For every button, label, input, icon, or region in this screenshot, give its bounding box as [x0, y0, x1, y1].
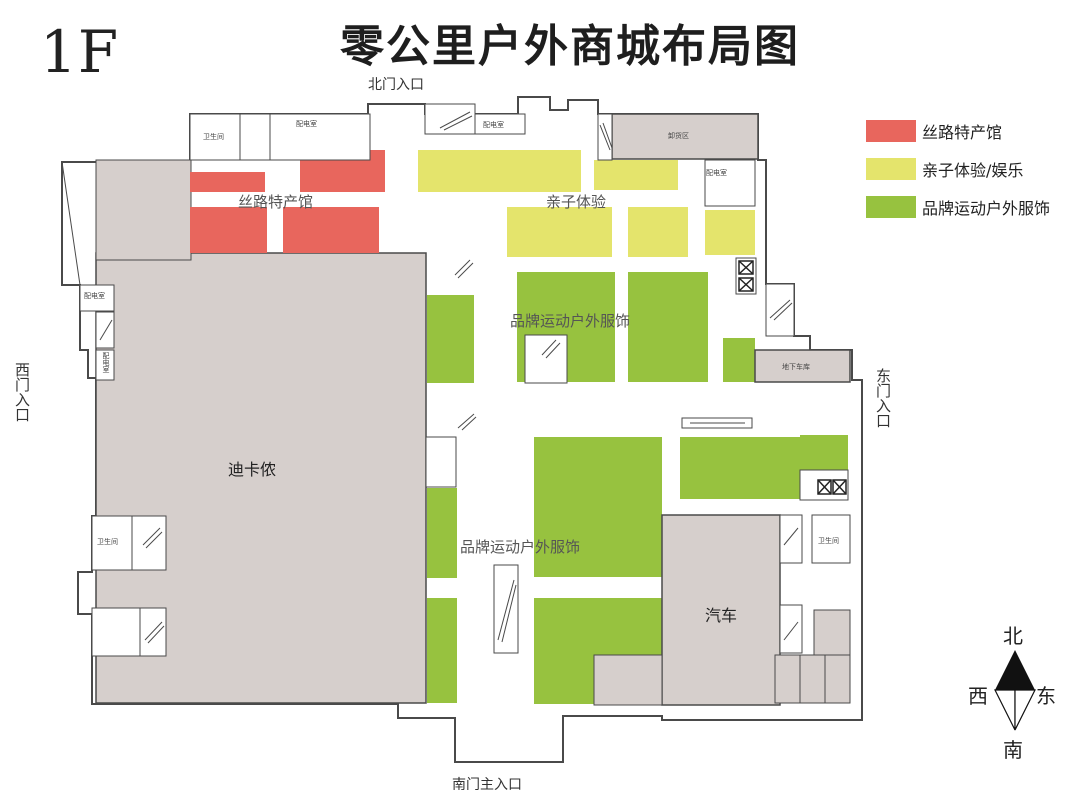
map-title: 零公里户外商城布局图 [340, 21, 800, 72]
south-entrance-label: 南门主入口 [452, 777, 522, 793]
north-entrance-label: 北门入口 [368, 77, 424, 93]
silk-road-shop [190, 207, 267, 253]
auto-stall [774, 654, 801, 704]
stair-center [425, 436, 457, 488]
auto-label: 汽车 [705, 606, 738, 625]
legend-item-silk-road: 丝路特产馆 [866, 119, 1002, 143]
auto-stall [824, 654, 851, 704]
stair-room-e [765, 283, 795, 337]
auto-block [661, 514, 781, 706]
restroom-label: 卫生间 [203, 133, 224, 141]
auto-stall [813, 609, 851, 656]
compass-icon [994, 650, 1036, 731]
compass-east-label: 东 [1036, 684, 1056, 708]
restroom-east [811, 514, 851, 564]
family-shop [705, 210, 755, 255]
decathlon-label: 迪卡侬 [228, 460, 277, 479]
family-shop [418, 150, 581, 192]
power-room-vertical-label: 配电室 [102, 352, 110, 373]
power-room-east [704, 159, 756, 207]
legend-label: 亲子体验/娱乐 [922, 161, 1024, 180]
silk-road-shop [190, 172, 265, 192]
restroom-label: 卫生间 [97, 538, 118, 546]
garage-block [754, 349, 851, 383]
family-shop [594, 160, 678, 190]
stair-room-north [424, 103, 476, 135]
unloading-block [611, 113, 759, 160]
elevator-east [799, 469, 849, 501]
floor-label: 1F [40, 18, 120, 86]
compass-south-label: 南 [1003, 738, 1023, 762]
east-entrance-label: 东门入口 [874, 368, 892, 428]
stair-room-sw [131, 515, 167, 571]
sports-south-label: 品牌运动户外服饰 [460, 538, 581, 556]
power-room-west-2 [95, 349, 115, 381]
sports-shop [723, 338, 755, 382]
escalator-north [524, 334, 568, 384]
family-shop [628, 207, 688, 257]
legend-item-family: 亲子体验/娱乐 [866, 157, 1023, 181]
power-room-north [269, 113, 371, 161]
legend-swatch [866, 158, 916, 180]
compass-west-label: 西 [968, 684, 988, 708]
service-room [239, 113, 271, 161]
decathlon-west-strip [95, 159, 192, 261]
stair-marks [99, 111, 799, 644]
room-sw [91, 607, 141, 657]
silk-road-shop [283, 207, 379, 253]
power-room-label: 配电室 [296, 120, 317, 128]
silk-road-label: 丝路特产馆 [238, 193, 314, 211]
power-room-label: 配电室 [483, 121, 504, 129]
power-room-label: 配电室 [706, 169, 727, 177]
power-room-west [79, 284, 115, 312]
sports-shop [427, 295, 474, 383]
stair-room-se [779, 514, 803, 564]
stair-room-se-2 [779, 604, 803, 654]
sports-shop [534, 437, 662, 577]
restroom-north [189, 113, 241, 161]
sports-shop [427, 598, 457, 703]
legend-label: 丝路特产馆 [922, 123, 1003, 142]
power-room-label: 配电室 [84, 292, 105, 300]
compass-north-label: 北 [1003, 624, 1023, 648]
legend-item-sports: 品牌运动户外服饰 [866, 195, 1050, 219]
garage-label: 地下车库 [782, 363, 810, 371]
elevator [735, 257, 757, 295]
elevator-marks [738, 260, 847, 495]
sports-shop [628, 272, 708, 382]
legend-swatch [866, 196, 916, 218]
sports-shop [680, 437, 800, 499]
legend-swatch [866, 120, 916, 142]
sports-shop [800, 435, 848, 470]
stair-room-w [95, 311, 115, 349]
auto-stall [799, 654, 826, 704]
auto-block-annex [593, 654, 663, 706]
restroom-label: 卫生间 [818, 537, 839, 545]
sports-shop [427, 488, 457, 578]
family-zone-label: 亲子体验 [546, 193, 607, 211]
family-shop [507, 207, 612, 257]
legend-label: 品牌运动户外服饰 [922, 199, 1051, 218]
sports-north-label: 品牌运动户外服饰 [510, 312, 631, 330]
west-entrance-label: 西门入口 [13, 362, 31, 422]
power-room-north-2 [474, 113, 526, 135]
unloading-label: 卸货区 [668, 132, 689, 140]
